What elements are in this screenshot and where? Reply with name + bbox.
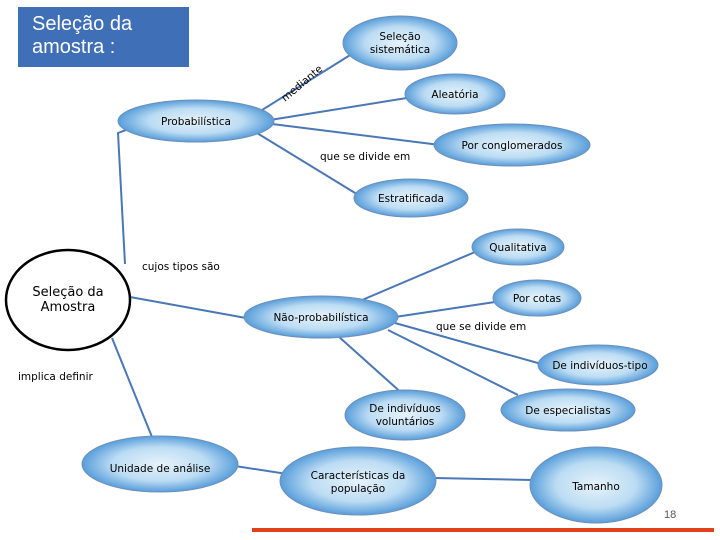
edge-probabilistica-estratificada xyxy=(251,129,361,197)
title-box: Seleção da amostra : xyxy=(18,7,189,67)
page-number: 18 xyxy=(664,509,677,521)
node-aleatoria: Aleatória xyxy=(404,73,506,115)
node-por-cotas: Por cotas xyxy=(492,279,582,317)
edge-label-implica-definir: implica definir xyxy=(18,371,94,383)
edges xyxy=(111,51,546,481)
edge-caracteristicas-tamanho xyxy=(433,477,533,481)
footer-bar xyxy=(252,528,714,532)
title-line-2: amostra : xyxy=(32,36,116,58)
node-voluntarios-line-1: De indivíduos xyxy=(369,403,440,415)
node-tamanho-label: Tamanho xyxy=(571,481,620,493)
edge-label-cujos-tipos-sao: cujos tipos são xyxy=(142,261,220,273)
node-nao-probabilistica-label: Não-probabilística xyxy=(273,312,368,324)
edge-central-probabilistica xyxy=(116,120,151,265)
node-por-cotas-label: Por cotas xyxy=(513,293,561,305)
node-sistematica-line-1: Seleção xyxy=(379,31,420,43)
edge-label-mediante: mediante xyxy=(279,63,325,104)
title-line-1: Seleção da xyxy=(32,13,133,35)
node-unidade-analise-label: Unidade de análise xyxy=(110,463,211,475)
node-caracteristicas: Características da população xyxy=(279,446,437,516)
node-estratificada: Estratificada xyxy=(353,178,469,218)
node-conglomerados: Por conglomerados xyxy=(433,123,591,167)
edge-probabilistica-sistematica xyxy=(253,51,356,116)
edge-naoprob-individuostipo xyxy=(394,322,546,366)
central-node: Seleção da Amostra xyxy=(4,248,132,352)
edge-probabilistica-aleatoria xyxy=(269,96,414,121)
node-probabilistica: Probabilística xyxy=(117,99,275,143)
node-sistematica-line-2: sistemática xyxy=(370,44,430,56)
node-especialistas-label: De especialistas xyxy=(525,405,610,417)
edge-label-que-se-divide-em-1: que se divide em xyxy=(320,151,410,163)
node-voluntarios-line-2: voluntários xyxy=(376,416,435,428)
node-nao-probabilistica: Não-probabilística xyxy=(243,295,399,339)
node-caracteristicas-line-1: Características da xyxy=(311,470,406,482)
node-qualitativa: Qualitativa xyxy=(471,228,565,266)
central-node-line-2: Amostra xyxy=(41,300,96,315)
edge-naoprob-especialistas xyxy=(387,329,519,396)
edge-label-que-se-divide-em-2: que se divide em xyxy=(436,321,526,333)
edge-naoprob-voluntarios xyxy=(337,335,406,397)
node-unidade-analise: Unidade de análise xyxy=(81,435,239,493)
central-node-line-1: Seleção da xyxy=(32,285,103,300)
node-tamanho: Tamanho xyxy=(529,446,663,524)
edge-naoprob-qualitativa xyxy=(354,251,476,304)
edge-probabilistica-conglomerados xyxy=(271,123,441,146)
edge-central-naoprob xyxy=(129,296,247,319)
edge-central-unidade xyxy=(111,337,153,438)
node-conglomerados-label: Por conglomerados xyxy=(462,140,563,152)
node-estratificada-label: Estratificada xyxy=(378,193,444,205)
node-qualitativa-label: Qualitativa xyxy=(489,242,546,254)
node-individuos-tipo: De indivíduos-tipo xyxy=(537,344,659,386)
node-individuos-voluntarios: De indivíduos voluntários xyxy=(344,389,466,441)
node-probabilistica-label: Probabilística xyxy=(161,116,231,128)
node-caracteristicas-line-2: população xyxy=(331,483,385,495)
node-individuos-tipo-label: De indivíduos-tipo xyxy=(552,360,647,372)
node-aleatoria-label: Aleatória xyxy=(431,89,478,101)
node-especialistas: De especialistas xyxy=(500,388,636,432)
edge-naoprob-porcotas xyxy=(394,301,496,318)
node-sistematica: Seleção sistemática xyxy=(342,15,458,71)
